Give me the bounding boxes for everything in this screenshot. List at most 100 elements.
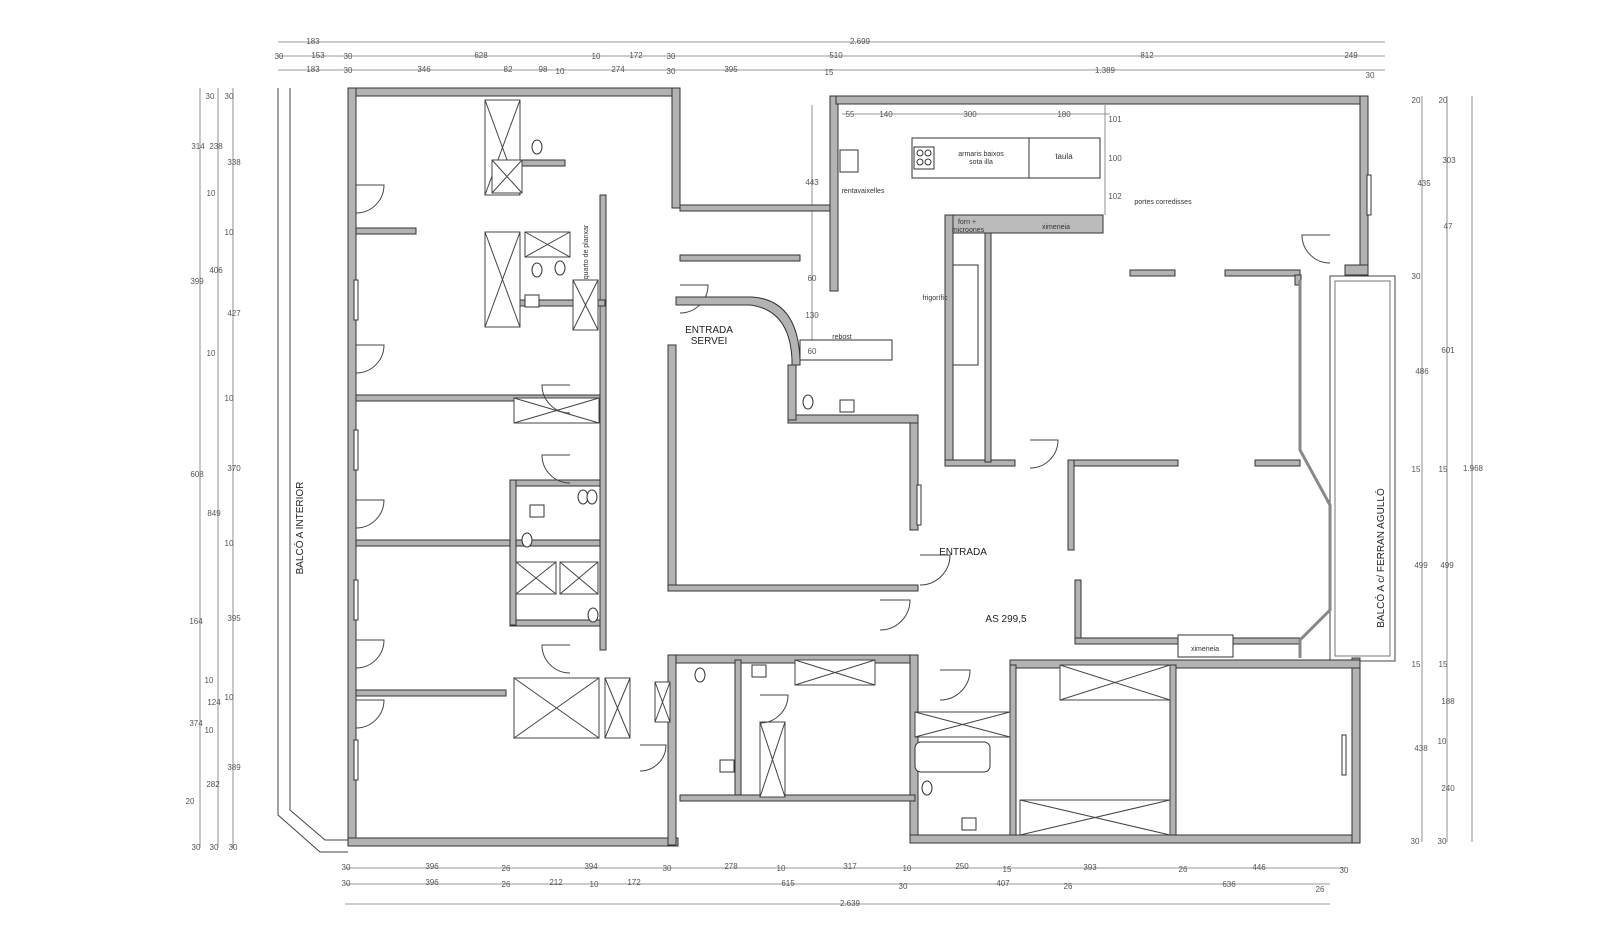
dim: 188 [1441, 697, 1455, 706]
wall [909, 834, 1361, 844]
dim: 608 [190, 470, 204, 479]
wall [835, 95, 1369, 105]
dim: 849 [207, 509, 221, 518]
closet-cross-icon [524, 231, 571, 258]
window-icon [353, 579, 359, 621]
washbasin-icon [961, 817, 977, 831]
door-swing-icon [355, 184, 385, 214]
fireplace-living [1177, 634, 1234, 658]
wall [1129, 269, 1176, 277]
label-balco-ferran: BALCÓ A c/ FERRAN AGULLÓ [1374, 488, 1387, 628]
wall [347, 87, 681, 97]
wall [355, 539, 605, 547]
dim: 82 [504, 65, 513, 74]
dim: 15 [825, 68, 834, 77]
dim: 30 [342, 863, 351, 872]
wall [1067, 459, 1179, 467]
dim: 30 [667, 67, 676, 76]
dim: 443 [805, 178, 819, 187]
dim: 486 [1415, 367, 1429, 376]
closet-cross-icon [484, 231, 521, 328]
wall [679, 204, 831, 212]
label-rebost: rebost [832, 334, 852, 341]
dim: 300 [963, 110, 977, 119]
wall [679, 254, 801, 262]
closet-cross-icon [654, 681, 671, 723]
dim: 628 [474, 51, 488, 60]
label-forn: forn + [958, 219, 976, 226]
toilet-icon [531, 139, 543, 155]
washbasin-icon [529, 504, 545, 518]
wall [1009, 664, 1017, 836]
window-icon [353, 279, 359, 321]
dim: 427 [227, 309, 241, 318]
dim: 10 [225, 693, 234, 702]
dim: 15 [1412, 660, 1421, 669]
dim: 240 [1441, 784, 1455, 793]
dim: 26 [1179, 865, 1188, 874]
toilet-icon [694, 667, 706, 683]
dim: 250 [955, 862, 969, 871]
dim: 30 [344, 52, 353, 61]
dim: 394 [584, 862, 598, 871]
wall [679, 794, 916, 802]
dim: 317 [843, 862, 857, 871]
balcony-inner-line [1334, 280, 1391, 657]
toilet-icon [521, 532, 533, 548]
wall [347, 837, 679, 847]
toilet-icon [802, 394, 814, 410]
toilet-icon [586, 489, 598, 505]
window-icon [1341, 734, 1347, 776]
dim: 278 [724, 862, 738, 871]
dim: 10 [590, 880, 599, 889]
burner-icon [916, 149, 924, 157]
dim: 102 [1108, 192, 1122, 201]
wall [734, 659, 742, 801]
closet-cross-icon [914, 711, 1011, 738]
closet-cross-icon [572, 279, 599, 331]
door-swing-icon [355, 639, 385, 669]
dim: 389 [227, 763, 241, 772]
door-swing-icon [1301, 234, 1331, 264]
dim: 15 [1439, 660, 1448, 669]
burner-icon [924, 158, 932, 166]
dim: 314 [191, 142, 205, 151]
wall [667, 584, 919, 592]
dim: 26 [1064, 882, 1073, 891]
wall [944, 459, 1016, 467]
closet-cross-icon [794, 659, 876, 686]
dim: 30 [342, 879, 351, 888]
wall [1074, 579, 1082, 641]
dim: 130 [805, 311, 819, 320]
dimension-lines [199, 41, 1473, 905]
toilet-icon [587, 607, 599, 623]
window-icon [1366, 174, 1372, 216]
closet-cross-icon [559, 561, 599, 595]
wall [509, 479, 517, 626]
washbasin-icon [839, 399, 855, 413]
balcony-interior [277, 88, 348, 853]
dim: 30 [229, 843, 238, 852]
wall [1254, 459, 1301, 467]
door-swing-icon [541, 644, 571, 674]
cooktop-icon [913, 146, 935, 170]
door-swing-icon [639, 744, 667, 772]
dim: 30 [206, 92, 215, 101]
label-armaris: sota illa [969, 159, 993, 166]
dim: 2.639 [840, 899, 861, 908]
wall [1344, 264, 1369, 276]
dim: 446 [1252, 863, 1266, 872]
closets [484, 99, 1171, 836]
label-armaris: armaris baixos [958, 151, 1004, 158]
dim: 615 [781, 879, 795, 888]
dim: 98 [539, 65, 548, 74]
dim: 10 [225, 394, 234, 403]
dim: 10 [205, 726, 214, 735]
door-swing-icon [879, 599, 911, 631]
label-portes: portes corredisses [1134, 199, 1192, 206]
dim: 1.389 [1095, 66, 1116, 75]
dim: 10 [225, 539, 234, 548]
label-planxar: quarto de planxar [583, 224, 590, 279]
wall [667, 344, 677, 591]
